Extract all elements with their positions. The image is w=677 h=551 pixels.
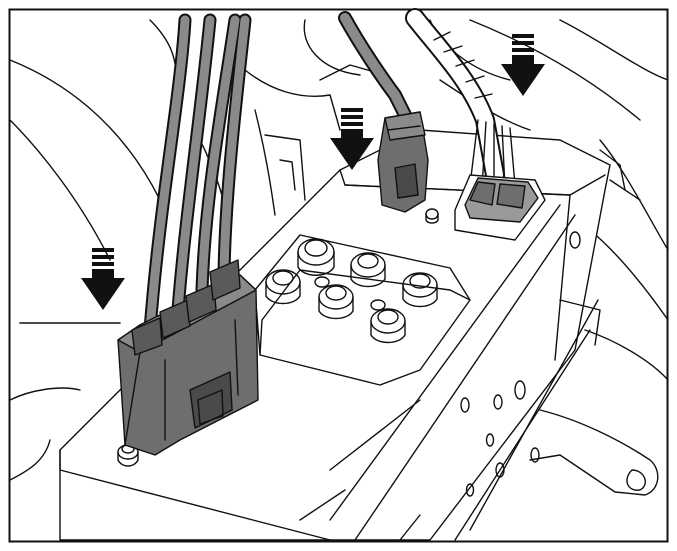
connector-center bbox=[338, 11, 429, 213]
connector-right bbox=[405, 8, 546, 241]
connector-block-left bbox=[117, 13, 259, 456]
terminal-studs bbox=[117, 208, 439, 467]
